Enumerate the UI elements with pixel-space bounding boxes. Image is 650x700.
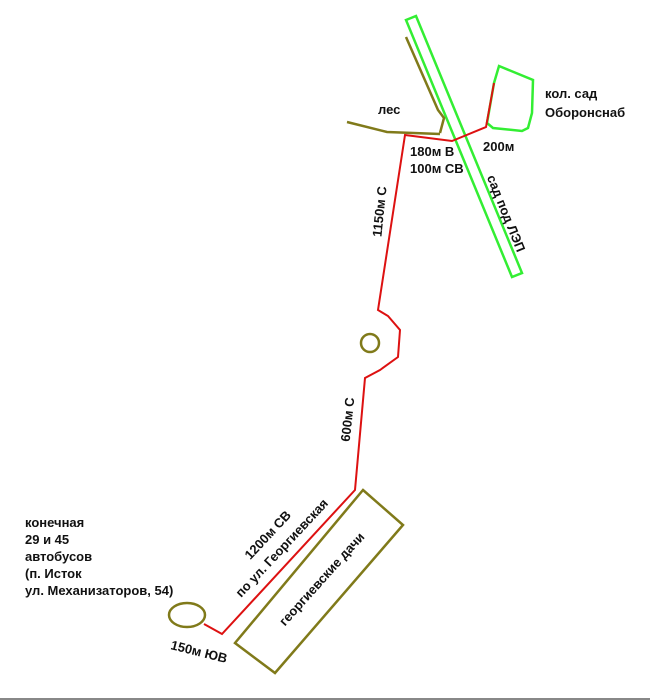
power-line-garden-label: сад под ЛЭП bbox=[484, 173, 529, 254]
terminal-label-line: конечная bbox=[25, 515, 84, 530]
segment-1150-label: 1150м С bbox=[369, 185, 389, 238]
roundabout-marker bbox=[359, 332, 381, 354]
bus-terminal-loop bbox=[167, 601, 207, 629]
terminal-label-line: ул. Механизаторов, 54) bbox=[25, 583, 173, 598]
forest-label: лес bbox=[378, 102, 400, 117]
terminal-label-line: автобусов bbox=[25, 549, 92, 564]
terminal-label-line: 29 и 45 bbox=[25, 532, 69, 547]
segment-150-label: 150м ЮВ bbox=[169, 637, 229, 666]
georgievskie-dachas-area bbox=[233, 488, 405, 675]
segment-100-label: 100м СВ bbox=[410, 161, 464, 176]
garden-label-line1: кол. сад bbox=[545, 86, 598, 101]
garden-oboronsnab-area bbox=[485, 64, 535, 133]
bottom-border bbox=[0, 698, 650, 700]
terminal-label-line: (п. Исток bbox=[25, 566, 82, 581]
forest-edge bbox=[404, 36, 446, 134]
segment-180-label: 180м В bbox=[410, 144, 454, 159]
power-line-garden-strip bbox=[404, 14, 524, 279]
segment-600-label: 600м С bbox=[338, 396, 358, 442]
route-path bbox=[203, 82, 495, 636]
forest-edge-west bbox=[346, 120, 441, 136]
segment-200-label: 200м bbox=[483, 139, 514, 154]
garden-label-line2: Оборонснаб bbox=[545, 105, 625, 120]
